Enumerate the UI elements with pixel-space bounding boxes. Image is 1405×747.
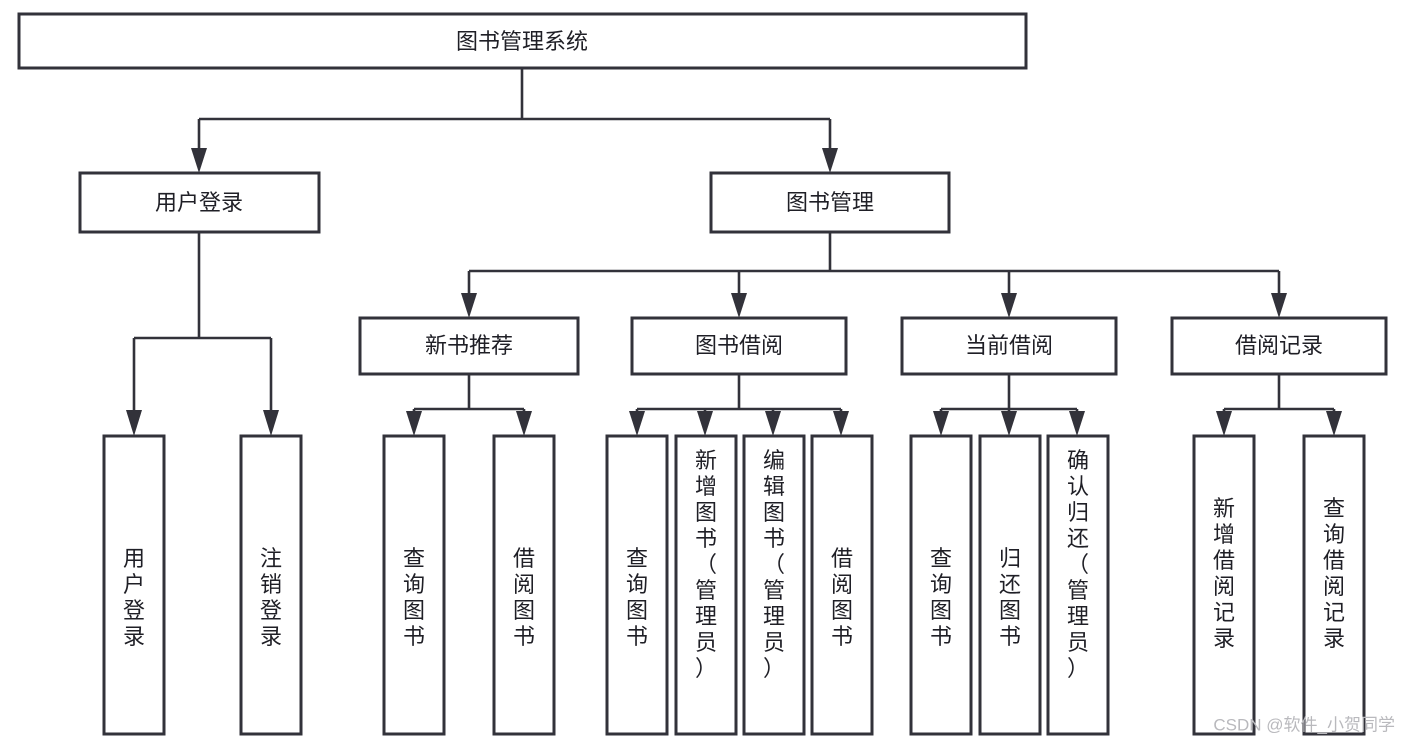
node-leaf-edit-book-box[interactable] (742, 434, 806, 736)
watermark-text: CSDN @软件_小贺同学 (1213, 715, 1395, 734)
node-leaf-query-record-label: 查询借阅记录 (1323, 496, 1345, 651)
node-leaf-query-record-box[interactable] (1302, 434, 1366, 736)
node-borrow-record-label: 借阅记录 (1235, 333, 1323, 358)
arrow-head-leaf-query-book-3 (933, 411, 949, 436)
node-leaf-user-login-box[interactable] (102, 434, 166, 736)
node-leaf-query-book-3-label: 查询图书 (930, 546, 952, 649)
node-leaf-borrow-book-2[interactable]: 借阅图书 (810, 434, 874, 736)
node-root-box[interactable] (17, 12, 1028, 70)
node-leaf-query-book-1-label: 查询图书 (403, 546, 425, 649)
node-current-borrow[interactable]: 当前借阅 (900, 316, 1118, 376)
connector-layer (126, 68, 1342, 436)
arrow-head-user-login (191, 148, 207, 173)
arrow-head-leaf-query-book-1 (406, 411, 422, 436)
arrow-head-leaf-edit-book (765, 411, 781, 436)
node-book-manage-label: 图书管理 (786, 190, 874, 215)
arrow-head-new-book-recommend (461, 293, 477, 318)
node-user-login[interactable]: 用户登录 (78, 171, 321, 234)
node-leaf-add-book[interactable]: 新增图书（管理员） (674, 434, 738, 736)
node-leaf-query-book-2-label: 查询图书 (626, 546, 648, 649)
node-leaf-borrow-book-2-label: 借阅图书 (831, 546, 853, 649)
node-leaf-confirm-return-box[interactable] (1046, 434, 1110, 736)
node-leaf-query-record[interactable]: 查询借阅记录 (1302, 434, 1366, 736)
node-leaf-user-login-label: 用户登录 (123, 546, 145, 649)
arrow-head-leaf-query-record (1326, 411, 1342, 436)
arrow-head-leaf-add-book (697, 411, 713, 436)
arrow-head-leaf-borrow-book-2 (833, 411, 849, 436)
node-current-borrow-box[interactable] (900, 316, 1118, 376)
node-leaf-query-book-1-box[interactable] (382, 434, 446, 736)
node-new-book-recommend[interactable]: 新书推荐 (358, 316, 580, 376)
node-book-borrow-label: 图书借阅 (695, 333, 783, 358)
node-leaf-borrow-book-1-box[interactable] (492, 434, 556, 736)
node-root-label: 图书管理系统 (456, 29, 588, 54)
arrow-head-leaf-query-book-2 (629, 411, 645, 436)
node-leaf-query-book-1[interactable]: 查询图书 (382, 434, 446, 736)
node-leaf-return-book[interactable]: 归还图书 (978, 434, 1042, 736)
arrow-head-leaf-borrow-book-1 (516, 411, 532, 436)
node-leaf-borrow-book-2-box[interactable] (810, 434, 874, 736)
node-leaf-return-book-box[interactable] (978, 434, 1042, 736)
node-leaf-query-book-3-box[interactable] (909, 434, 973, 736)
node-leaf-borrow-book-1[interactable]: 借阅图书 (492, 434, 556, 736)
node-borrow-record-box[interactable] (1170, 316, 1388, 376)
arrow-head-leaf-user-logout (263, 410, 279, 436)
node-leaf-confirm-return-label: 确认归还（管理员） (1067, 448, 1089, 681)
arrow-head-leaf-return-book (1001, 411, 1017, 436)
node-leaf-add-book-box[interactable] (674, 434, 738, 736)
node-leaf-add-book-label: 新增图书（管理员） (695, 448, 717, 681)
node-leaf-user-logout[interactable]: 注销登录 (239, 434, 303, 736)
arrow-head-book-manage (822, 148, 838, 173)
node-leaf-user-login[interactable]: 用户登录 (102, 434, 166, 736)
arrow-head-leaf-user-login (126, 410, 142, 436)
arrow-head-borrow-record (1271, 293, 1287, 318)
node-leaf-add-record-label: 新增借阅记录 (1213, 496, 1235, 651)
node-leaf-confirm-return[interactable]: 确认归还（管理员） (1046, 434, 1110, 736)
arrow-head-leaf-confirm-return (1069, 411, 1085, 436)
node-leaf-query-book-3[interactable]: 查询图书 (909, 434, 973, 736)
node-leaf-borrow-book-1-label: 借阅图书 (513, 546, 535, 649)
node-book-borrow[interactable]: 图书借阅 (630, 316, 848, 376)
node-leaf-add-record-box[interactable] (1192, 434, 1256, 736)
arrow-head-current-borrow (1001, 293, 1017, 318)
node-new-book-recommend-box[interactable] (358, 316, 580, 376)
node-book-manage[interactable]: 图书管理 (709, 171, 951, 234)
node-borrow-record[interactable]: 借阅记录 (1170, 316, 1388, 376)
arrow-head-leaf-add-record (1216, 411, 1232, 436)
node-book-manage-box[interactable] (709, 171, 951, 234)
node-new-book-recommend-label: 新书推荐 (425, 333, 513, 358)
node-leaf-query-book-2[interactable]: 查询图书 (605, 434, 669, 736)
node-leaf-edit-book[interactable]: 编辑图书（管理员） (742, 434, 806, 736)
node-leaf-user-logout-box[interactable] (239, 434, 303, 736)
node-leaf-return-book-label: 归还图书 (999, 546, 1021, 649)
node-book-borrow-box[interactable] (630, 316, 848, 376)
node-leaf-add-record[interactable]: 新增借阅记录 (1192, 434, 1256, 736)
arrow-head-book-borrow (731, 293, 747, 318)
node-leaf-query-book-2-box[interactable] (605, 434, 669, 736)
node-leaf-user-logout-label: 注销登录 (260, 546, 282, 649)
node-leaf-edit-book-label: 编辑图书（管理员） (763, 448, 785, 681)
node-user-login-label: 用户登录 (155, 190, 243, 215)
node-root[interactable]: 图书管理系统 (17, 12, 1028, 70)
node-user-login-box[interactable] (78, 171, 321, 234)
node-current-borrow-label: 当前借阅 (965, 333, 1053, 358)
